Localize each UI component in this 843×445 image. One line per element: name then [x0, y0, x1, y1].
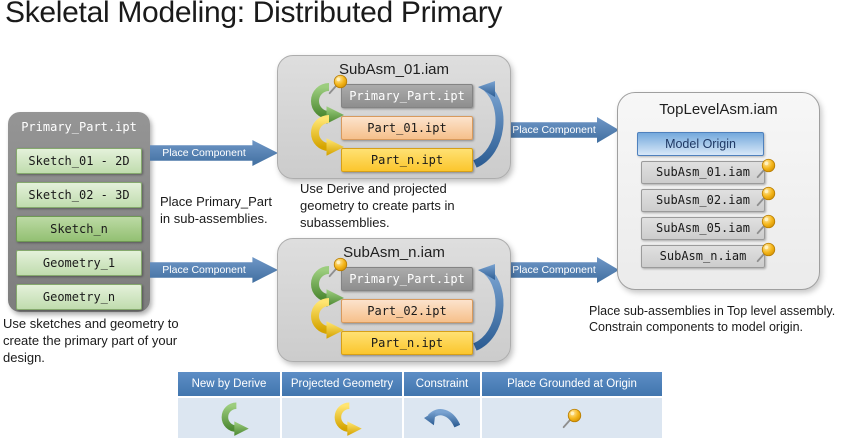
legend-column: Projected Geometry — [282, 372, 402, 438]
subasm-01-box: SubAsm_01.iam Primary_Part.ipt Part_01.i… — [277, 55, 511, 179]
projected-geometry-arrow-icon — [296, 295, 344, 339]
primary-item-list: Sketch_01 - 2D Sketch_02 - 3D Sketch_n G… — [8, 138, 150, 310]
primary-caption: Use sketches and geometry to create the … — [3, 316, 179, 365]
primary-part-box: Primary_Part.ipt Sketch_01 - 2D Sketch_0… — [8, 112, 150, 312]
pushpin-icon — [562, 407, 582, 429]
derive-arrow-icon — [209, 400, 249, 436]
legend-cell — [482, 398, 662, 438]
component-item: Part_01.ipt — [341, 116, 473, 140]
toplevel-subasm-item: SubAsm_n.iam — [641, 245, 765, 268]
place-component-label: Place Component — [512, 124, 596, 136]
subasm-01-title: SubAsm_01.iam — [338, 61, 450, 78]
page-title: Skeletal Modeling: Distributed Primary — [5, 0, 503, 29]
toplevel-asm-title: TopLevelAsm.iam — [659, 101, 778, 118]
place-component-label: Place Component — [162, 147, 246, 159]
place-component-arrow: Place Component — [150, 140, 278, 166]
pushpin-icon — [328, 256, 348, 278]
component-item: Primary_Part.ipt — [341, 267, 473, 291]
place-component-arrow: Place Component — [150, 257, 278, 283]
constraint-arrow-icon — [471, 78, 507, 170]
place-component-arrow: Place Component — [509, 117, 619, 143]
constraint-arrow-icon — [424, 405, 460, 431]
place-component-arrow: Place Component — [509, 257, 619, 283]
pushpin-icon — [756, 213, 776, 235]
legend-cell — [282, 398, 402, 438]
component-item: Part_n.ipt — [341, 148, 473, 172]
component-item: Part_n.ipt — [341, 331, 473, 355]
place-component-label: Place Component — [512, 264, 596, 276]
pushpin-icon — [756, 157, 776, 179]
legend-header: Constraint — [404, 372, 480, 396]
legend-column: Place Grounded at Origin — [482, 372, 662, 438]
primary-box-item: Sketch_n — [16, 216, 142, 242]
place-component-label: Place Component — [162, 264, 246, 276]
component-item: Part_02.ipt — [341, 299, 473, 323]
pushpin-icon — [328, 73, 348, 95]
pushpin-icon — [756, 241, 776, 263]
pushpin-icon — [756, 185, 776, 207]
toplevel-subasm-item: SubAsm_02.iam — [641, 189, 765, 212]
legend-header: New by Derive — [178, 372, 280, 396]
constraint-arrow-icon — [471, 261, 507, 353]
model-origin-item: Model Origin — [637, 132, 764, 156]
primary-box-item: Geometry_1 — [16, 250, 142, 276]
legend-column: New by Derive — [178, 372, 280, 438]
middle-note: Place Primary_Part in sub-assemblies. — [160, 194, 272, 226]
legend-column: Constraint — [404, 372, 480, 438]
toplevel-subasm-item: SubAsm_01.iam — [641, 161, 765, 184]
subasm-n-box: SubAsm_n.iam Primary_Part.ipt Part_02.ip… — [277, 238, 511, 362]
projected-geometry-arrow-icon — [322, 400, 362, 436]
primary-box-item: Sketch_01 - 2D — [16, 148, 142, 174]
toplevel-subasm-item: SubAsm_05.iam — [641, 217, 765, 240]
legend-cell — [178, 398, 280, 438]
subasm-n-title: SubAsm_n.iam — [343, 244, 445, 261]
primary-box-item: Geometry_n — [16, 284, 142, 310]
primary-box-item: Sketch_02 - 3D — [16, 182, 142, 208]
toplevel-asm-box: TopLevelAsm.iam Model Origin SubAsm_01.i… — [617, 92, 820, 290]
component-item: Primary_Part.ipt — [341, 84, 473, 108]
legend-header: Projected Geometry — [282, 372, 402, 396]
subasm-caption: Use Derive and projected geometry to cre… — [300, 181, 455, 230]
toplevel-caption: Place sub-assemblies in Top level assemb… — [589, 304, 836, 335]
projected-geometry-arrow-icon — [296, 112, 344, 156]
legend-header: Place Grounded at Origin — [482, 372, 662, 396]
primary-part-box-title: Primary_Part.ipt — [21, 120, 137, 134]
legend-cell — [404, 398, 480, 438]
legend: New by Derive Projected Geometry Constra… — [178, 372, 662, 438]
